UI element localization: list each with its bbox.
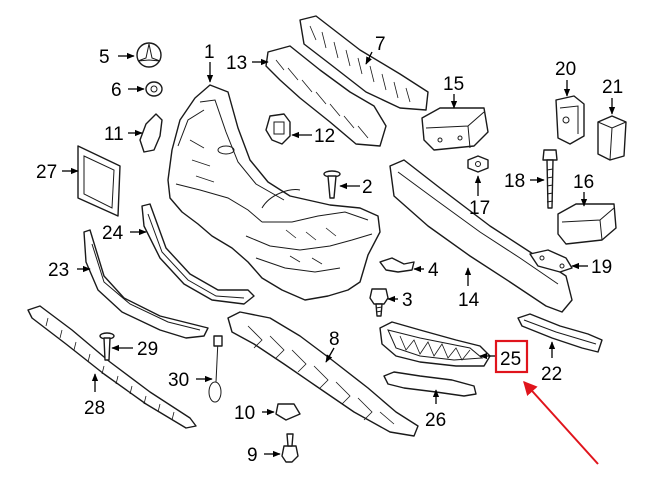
label-25: 25 [500, 349, 521, 370]
label-9: 9 [247, 445, 258, 466]
label-24: 24 [102, 223, 124, 244]
label-29: 29 [137, 339, 158, 360]
part-9-screw [281, 433, 299, 463]
part-5-emblem [136, 42, 162, 68]
label-15: 15 [443, 74, 464, 95]
label-28: 28 [84, 398, 105, 419]
part-13-upper-support [265, 45, 387, 147]
label-16: 16 [573, 172, 594, 193]
part-16-bracket [557, 203, 617, 245]
label-30: 30 [168, 370, 189, 391]
label-8: 8 [329, 329, 340, 350]
label-6: 6 [111, 80, 122, 101]
label-14: 14 [458, 290, 480, 311]
part-17-nut [467, 155, 489, 173]
part-2-push-clip [323, 170, 341, 199]
part-30-cable [208, 335, 223, 403]
part-3-bolt [369, 288, 389, 317]
part-26-trim-strip [383, 371, 477, 397]
label-5: 5 [99, 47, 110, 68]
part-21-sensor [597, 115, 627, 161]
label-1: 1 [204, 42, 215, 63]
label-11: 11 [104, 124, 124, 145]
part-27-plate-bracket [77, 145, 121, 217]
part-18-long-bolt [542, 149, 558, 209]
part-11-side-bracket [139, 113, 163, 153]
label-27: 27 [36, 162, 57, 183]
label-18: 18 [504, 171, 525, 192]
label-23: 23 [48, 260, 69, 281]
label-26: 26 [425, 410, 446, 431]
label-4: 4 [428, 260, 439, 281]
label-17: 17 [469, 198, 490, 219]
highlight-box [494, 339, 529, 374]
part-25-fog-grille [379, 321, 491, 367]
part-7-upper-absorber [299, 15, 429, 111]
part-8-undertray [227, 311, 419, 437]
part-4-bracket [379, 257, 415, 273]
part-12-clip [265, 113, 291, 145]
part-23-trim-strip [83, 229, 209, 339]
highlight-arrow [523, 380, 599, 465]
part-6-emblem-base [145, 81, 163, 97]
part-29-push-clip [99, 332, 115, 361]
label-22: 22 [541, 364, 562, 385]
part-24-grille-trim [141, 203, 255, 305]
part-22-molding [517, 313, 603, 353]
label-21: 21 [602, 77, 623, 98]
part-1-bumper-cover [167, 84, 381, 301]
part-14-reinforcement [389, 159, 573, 313]
label-3: 3 [402, 290, 413, 311]
label-10: 10 [234, 403, 255, 424]
part-10-clip-nut [275, 403, 301, 421]
labels-layer: 1 2 3 4 5 6 7 8 9 10 11 12 13 [36, 34, 623, 466]
label-2: 2 [362, 177, 373, 198]
label-20: 20 [555, 59, 576, 80]
part-15-bracket [421, 107, 489, 151]
label-12: 12 [314, 126, 335, 147]
label-13: 13 [226, 53, 247, 74]
part-20-sensor-bracket [555, 95, 585, 145]
label-19: 19 [591, 257, 612, 278]
label-7: 7 [375, 34, 386, 55]
part-28-lower-spoiler [27, 305, 197, 429]
